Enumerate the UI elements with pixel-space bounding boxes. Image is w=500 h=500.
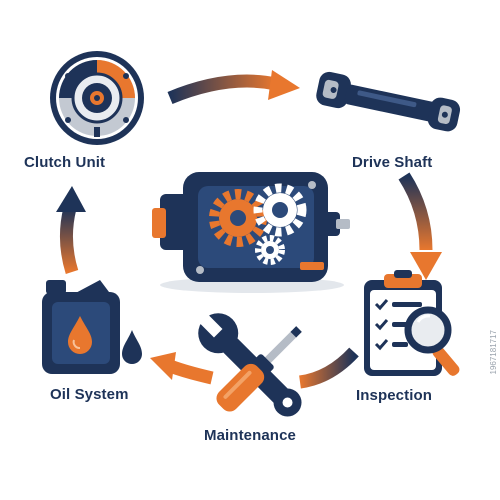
gearbox-icon [152, 172, 350, 293]
node-label-maintenance: Maintenance [204, 427, 296, 444]
arrow-maintenance-to-oil [150, 352, 214, 385]
node-label-oil-system: Oil System [50, 386, 129, 403]
clutch-disc-icon [50, 51, 144, 145]
node-label-clutch: Clutch Unit [24, 154, 106, 171]
arrow-inspection-to-maintenance [298, 347, 359, 389]
watermark-id: 1967181717 [489, 330, 498, 375]
arrow-oil-to-clutch [56, 186, 86, 274]
white-gear-icon [253, 183, 307, 237]
clipboard-magnifier-icon [364, 270, 460, 376]
arrow-clutch-to-drive [167, 70, 300, 105]
arrow-drive-to-inspection [398, 172, 442, 280]
small-gear-icon [255, 235, 285, 265]
oil-canister-icon [42, 280, 142, 374]
drive-shaft-icon [316, 71, 461, 132]
node-label-drive-shaft: Drive Shaft [352, 154, 433, 171]
wrench-screwdriver-icon [198, 313, 302, 417]
node-label-inspection: Inspection [356, 387, 433, 404]
